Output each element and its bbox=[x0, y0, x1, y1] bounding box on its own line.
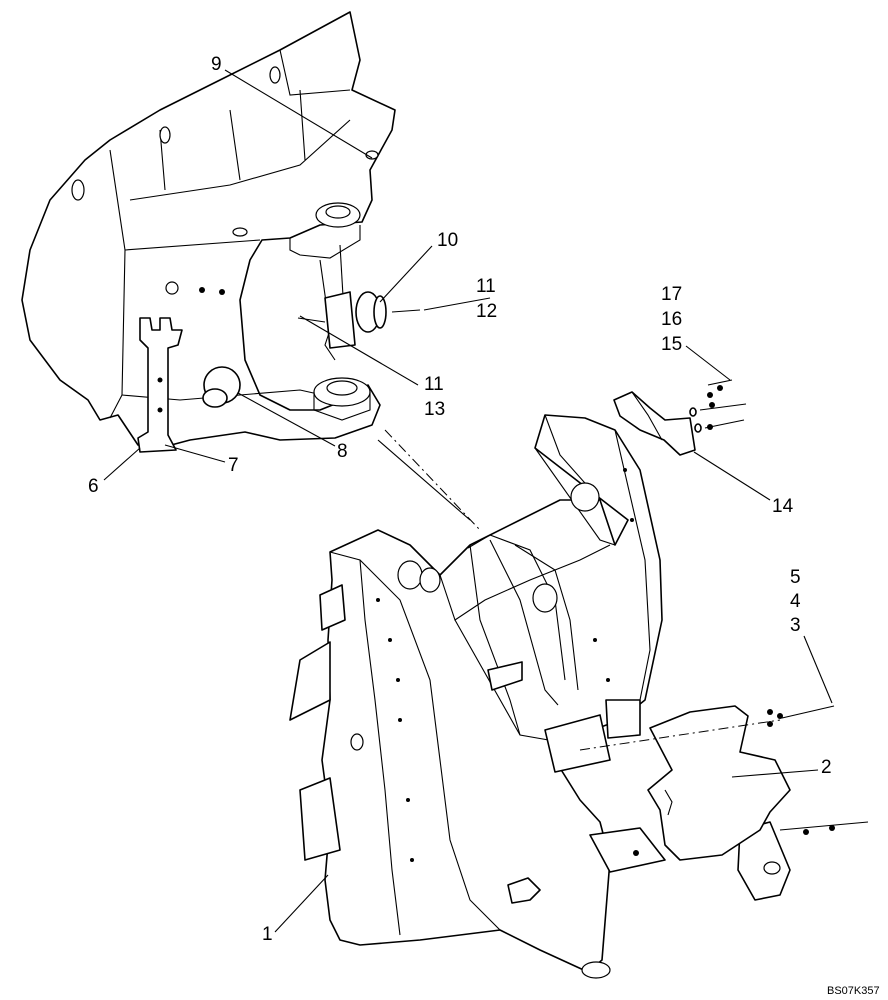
front-frame bbox=[289, 414, 791, 979]
isolator-mount-10 bbox=[297, 291, 421, 349]
rear-frame-section bbox=[21, 11, 396, 453]
callout-17: 17 bbox=[661, 284, 682, 305]
callout-7: 7 bbox=[228, 455, 239, 476]
callout-15: 15 bbox=[661, 334, 682, 355]
callout-2: 2 bbox=[821, 757, 832, 778]
cover-plate-2 bbox=[647, 705, 791, 861]
callout-1: 1 bbox=[262, 924, 273, 945]
leader-lines bbox=[103, 69, 833, 933]
isolator-mount-8 bbox=[202, 366, 241, 408]
callout-9: 9 bbox=[211, 54, 222, 75]
callout-8: 8 bbox=[337, 441, 348, 462]
callout-3: 3 bbox=[790, 615, 801, 636]
callout-11-upper: 11 bbox=[476, 276, 496, 297]
bracket-14 bbox=[613, 391, 696, 456]
callout-13: 13 bbox=[424, 399, 445, 420]
callout-6: 6 bbox=[88, 476, 99, 497]
callout-5: 5 bbox=[790, 567, 801, 588]
hardware-3-4-5 bbox=[633, 705, 869, 856]
drawing-code: BS07K357 bbox=[827, 985, 880, 997]
callout-10: 10 bbox=[437, 230, 458, 251]
callout-14: 14 bbox=[772, 496, 794, 517]
callout-11-lower: 11 bbox=[424, 374, 444, 395]
callout-4: 4 bbox=[790, 591, 801, 612]
hardware-15-16-17 bbox=[689, 379, 747, 433]
callout-16: 16 bbox=[661, 309, 682, 330]
callout-12: 12 bbox=[476, 301, 497, 322]
